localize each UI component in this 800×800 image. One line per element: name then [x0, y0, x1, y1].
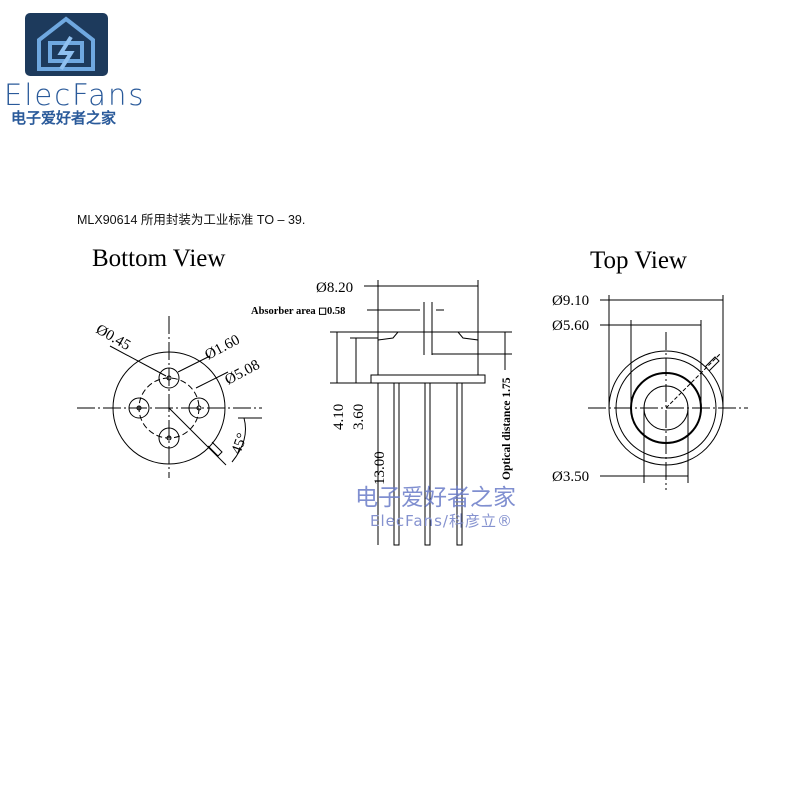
top-view-title: Top View	[590, 247, 687, 274]
tab-angle-label: 45°	[229, 431, 251, 456]
total-height-label: 4.10	[331, 404, 347, 430]
caption: MLX90614 所用封装为工业标准 TO – 39.	[77, 213, 306, 227]
watermark-chinese: 电子爱好者之家	[355, 485, 516, 511]
body-diameter-label: Ø8.20	[316, 280, 353, 296]
can-height-label: 3.60	[351, 404, 367, 430]
logo-wordmark: ElecFans	[4, 78, 146, 112]
pin-pad-label: Ø1.60	[202, 332, 242, 364]
bottom-view-drawing	[77, 316, 262, 478]
bottom-view-title: Bottom View	[92, 245, 225, 272]
pin-circle-label: Ø5.08	[222, 357, 262, 389]
elecfans-logo: ElecFans 电子爱好者之家	[0, 0, 143, 130]
aperture-diameter-label: Ø3.50	[552, 469, 589, 485]
side-view-drawing	[330, 280, 512, 546]
top-view-drawing	[588, 295, 748, 490]
logo-subtitle: 电子爱好者之家	[11, 109, 117, 127]
outer-diameter-label: Ø9.10	[552, 293, 589, 309]
logo-house-icon	[25, 13, 108, 76]
window-diameter-label: Ø5.60	[552, 318, 589, 334]
lead-length-label: 13.00	[372, 451, 388, 485]
pin-diameter-label: Ø0.45	[93, 322, 133, 354]
optical-distance-label: Optical distance 1.75	[501, 377, 513, 480]
watermark-brand: ElecFans/科彦立®	[370, 512, 513, 530]
absorber-area-label: Absorber area ◻0.58	[251, 306, 345, 317]
